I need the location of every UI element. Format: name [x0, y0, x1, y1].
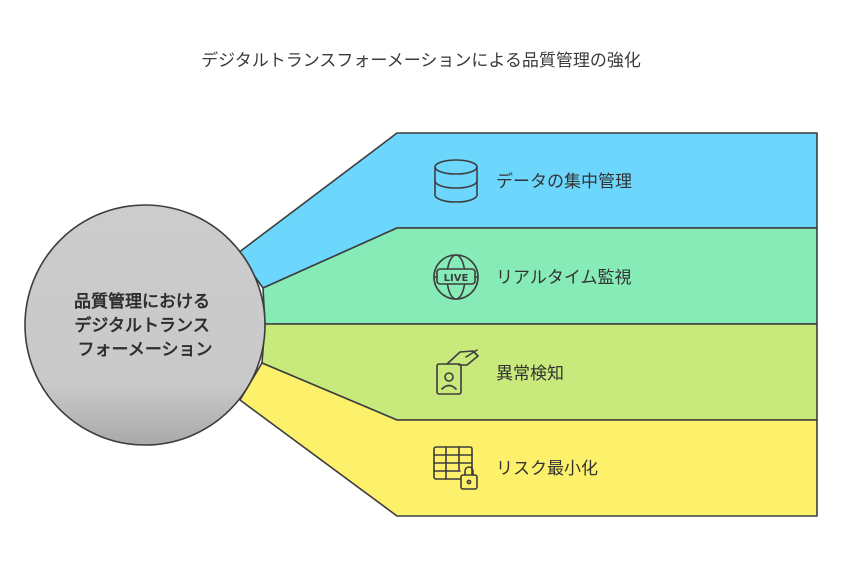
- center-label: 品質管理における デジタルトランス フォーメーション: [74, 291, 216, 360]
- id-card-hand-icon: [436, 349, 479, 395]
- center-label-line-2: デジタルトランス: [74, 315, 209, 336]
- item-label-anomaly-detection: 異常検知: [496, 364, 564, 384]
- table-lock-icon: [433, 446, 478, 490]
- live-text-icon: LIVE: [444, 273, 469, 284]
- item-label-risk-minimization: リスク最小化: [496, 459, 598, 479]
- segment-risk-minimization: [239, 362, 818, 517]
- database-icon: [434, 159, 478, 203]
- live-globe-icon: [433, 254, 479, 300]
- item-label-realtime-monitoring: リアルタイム監視: [496, 268, 632, 288]
- center-label-line-1: 品質管理における: [74, 291, 210, 312]
- center-circle: [24, 204, 266, 446]
- center-label-line-3: フォーメーション: [78, 340, 213, 360]
- diagram-title: デジタルトランスフォーメーションによる品質管理の強化: [201, 50, 641, 71]
- item-label-data-centralization: データの集中管理: [496, 171, 632, 192]
